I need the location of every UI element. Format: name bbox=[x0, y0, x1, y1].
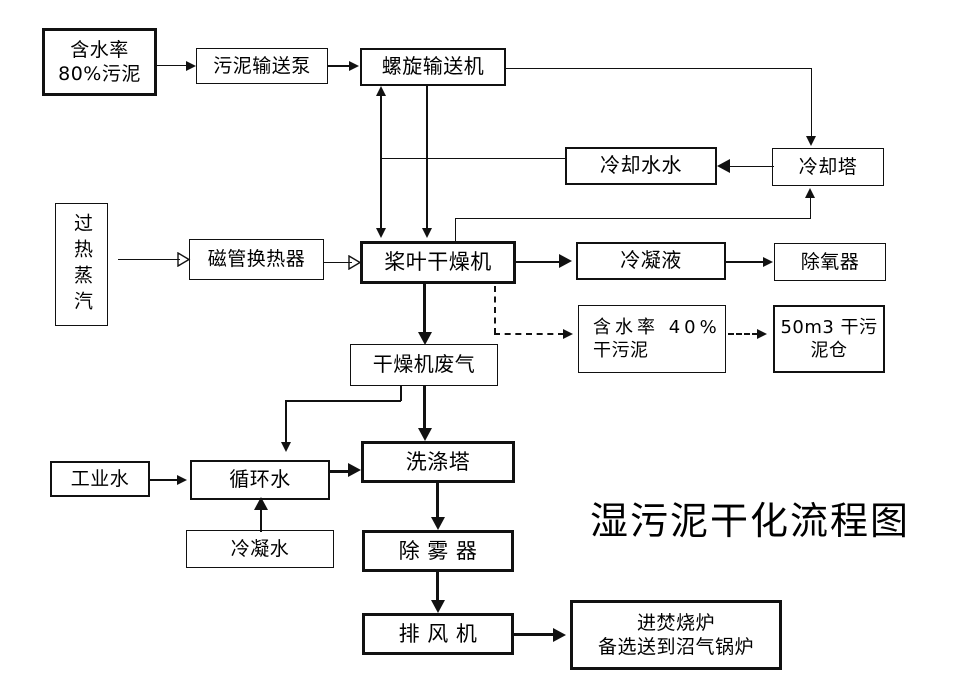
node-industrial-water: 工业水 bbox=[50, 461, 150, 497]
arrowhead-pump-to-screw bbox=[349, 61, 359, 71]
edge-pump-to-screw bbox=[328, 65, 350, 67]
node-dry-sludge-line2: 干污泥 bbox=[593, 340, 649, 361]
arrowhead-exhaust-to-scrubber bbox=[418, 428, 432, 441]
edge-circwater-to-scrubber bbox=[330, 470, 350, 473]
node-cooling-tower-label: 冷却塔 bbox=[798, 155, 858, 178]
arrowhead-fan-to-incinerator bbox=[553, 628, 566, 642]
node-superheated-steam-label: 过热蒸汽 bbox=[71, 212, 93, 317]
node-dry-sludge-line1: 含水率 40% bbox=[593, 316, 721, 338]
node-demister: 除 雾 器 bbox=[362, 530, 514, 572]
arrowhead-condensate-to-deaerator bbox=[763, 257, 773, 267]
edge-tower-to-coolingwater bbox=[730, 166, 774, 167]
edge-dryer-to-drysludge-vertical bbox=[494, 286, 496, 334]
arrowhead-scrubber-to-demister bbox=[431, 517, 445, 530]
node-screw-conveyor-label: 螺旋输送机 bbox=[381, 54, 485, 79]
node-demister-label: 除 雾 器 bbox=[398, 538, 478, 563]
edge-exhaust-branch-down bbox=[285, 400, 287, 444]
edge-exhaust-branch-horizontal bbox=[285, 400, 401, 402]
edge-wetsludge-to-pump bbox=[157, 65, 187, 66]
node-industrial-water-label: 工业水 bbox=[70, 467, 130, 490]
node-heat-exchanger-label: 磁管换热器 bbox=[207, 248, 306, 271]
edge-demister-to-fan bbox=[436, 572, 439, 602]
arrowhead-condwater-to-circwater bbox=[254, 497, 268, 510]
node-cooling-water: 冷却水水 bbox=[565, 147, 717, 185]
arrowhead-demister-to-fan bbox=[431, 600, 445, 613]
node-heat-exchanger: 磁管换热器 bbox=[189, 239, 324, 280]
arrowhead-wetsludge-to-pump bbox=[186, 61, 196, 71]
node-incinerator-line1: 进焚烧炉 bbox=[636, 611, 715, 634]
edge-condwater-to-circwater bbox=[260, 508, 262, 532]
edge-screw-down-to-tower bbox=[811, 68, 812, 136]
node-sludge-pump-label: 污泥输送泵 bbox=[213, 54, 311, 77]
node-wet-sludge: 含水率 80%污泥 bbox=[42, 28, 157, 96]
arrowhead-exhaust-branch-to-circwater bbox=[281, 442, 291, 452]
node-exhaust-fan-label: 排 风 机 bbox=[398, 621, 478, 646]
node-wet-sludge-line1: 含水率 bbox=[70, 38, 129, 61]
arrowhead-circwater-to-scrubber bbox=[348, 463, 361, 477]
node-superheated-steam: 过热蒸汽 bbox=[55, 203, 108, 326]
node-sludge-silo: 50m3 干污 泥仓 bbox=[773, 305, 885, 373]
edge-dryer-to-drysludge-horizontal bbox=[494, 333, 564, 335]
node-sludge-pump: 污泥输送泵 bbox=[196, 48, 328, 84]
arrowhead-industrial-to-circwater bbox=[177, 475, 187, 485]
node-sludge-silo-line1: 50m3 干污 bbox=[780, 316, 878, 338]
node-dry-sludge: 含水率 40% 干污泥 bbox=[578, 305, 726, 373]
node-paddle-dryer-label: 桨叶干燥机 bbox=[384, 250, 492, 275]
arrowhead-dryer-to-condensate bbox=[559, 254, 572, 268]
node-screw-conveyor: 螺旋输送机 bbox=[360, 48, 506, 86]
node-cooling-tower: 冷却塔 bbox=[772, 148, 884, 186]
edge-exchanger-to-dryer bbox=[324, 262, 352, 263]
edge-steam-to-exchanger bbox=[118, 259, 180, 260]
edge-dryer-to-tower-horizontal bbox=[455, 218, 811, 219]
edge-exhaust-to-scrubber bbox=[423, 386, 426, 430]
node-dryer-exhaust: 干燥机废气 bbox=[350, 344, 498, 386]
edge-exhaust-branch-riser bbox=[400, 386, 402, 401]
node-deaerator-label: 除氧器 bbox=[800, 250, 860, 273]
arrowhead-screw-to-tower bbox=[806, 136, 816, 146]
diagram-title: 湿污泥干化流程图 bbox=[590, 499, 911, 543]
node-dryer-exhaust-label: 干燥机废气 bbox=[372, 352, 476, 377]
node-sludge-silo-line2: 泥仓 bbox=[810, 340, 848, 361]
node-wet-sludge-line2: 80%污泥 bbox=[58, 63, 141, 85]
edge-drysludge-to-silo bbox=[728, 333, 758, 335]
node-circulating-water-label: 循环水 bbox=[229, 467, 291, 492]
edge-condensate-to-deaerator bbox=[726, 261, 764, 263]
arrowhead-dryer-to-exhaust bbox=[418, 332, 432, 345]
node-incinerator: 进焚烧炉 备选送到沼气锅炉 bbox=[570, 600, 782, 670]
arrowhead-screw-to-dryer-feed bbox=[422, 228, 432, 238]
node-circulating-water: 循环水 bbox=[190, 460, 330, 500]
edge-dryer-to-condensate bbox=[516, 261, 560, 263]
edge-scrubber-to-demister bbox=[436, 483, 439, 519]
node-exhaust-fan: 排 风 机 bbox=[362, 613, 514, 655]
node-incinerator-line2: 备选送到沼气锅炉 bbox=[597, 636, 754, 658]
arrowhead-tower-to-coolingwater bbox=[717, 159, 730, 173]
node-condensate-liquid-label: 冷凝液 bbox=[620, 248, 682, 273]
arrowhead-to-cooling-tower-bottom bbox=[805, 188, 815, 198]
edge-tower-riser bbox=[810, 196, 811, 219]
node-scrubber-tower: 洗涤塔 bbox=[361, 441, 515, 483]
arrowhead-drysludge-to-silo bbox=[757, 329, 767, 339]
node-condensed-water-label: 冷凝水 bbox=[230, 537, 290, 560]
node-scrubber-tower-label: 洗涤塔 bbox=[405, 449, 471, 474]
node-paddle-dryer: 桨叶干燥机 bbox=[360, 241, 516, 284]
arrowhead-steam-to-exchanger bbox=[177, 252, 191, 267]
edge-screw-to-dryer-feed bbox=[426, 86, 428, 234]
arrowhead-dryer-to-screw-up bbox=[376, 86, 386, 96]
edge-fan-to-incinerator bbox=[514, 633, 554, 636]
edge-screw-right bbox=[506, 68, 812, 69]
edge-dryer-top-riser bbox=[455, 218, 456, 242]
node-condensate-liquid: 冷凝液 bbox=[576, 242, 726, 280]
node-cooling-water-label: 冷却水水 bbox=[600, 153, 682, 178]
edge-industrial-to-circwater bbox=[150, 479, 178, 481]
arrowhead-screw-to-dryer-down bbox=[376, 228, 386, 238]
node-condensed-water: 冷凝水 bbox=[186, 530, 334, 568]
edge-dryer-to-exhaust bbox=[423, 284, 426, 334]
arrowhead-exchanger-to-dryer bbox=[348, 255, 362, 270]
edge-coolingwater-left bbox=[382, 158, 565, 159]
arrowhead-dryer-to-drysludge bbox=[563, 329, 573, 339]
edge-screw-dryer-bidirectional bbox=[380, 92, 382, 234]
node-deaerator: 除氧器 bbox=[774, 243, 886, 281]
